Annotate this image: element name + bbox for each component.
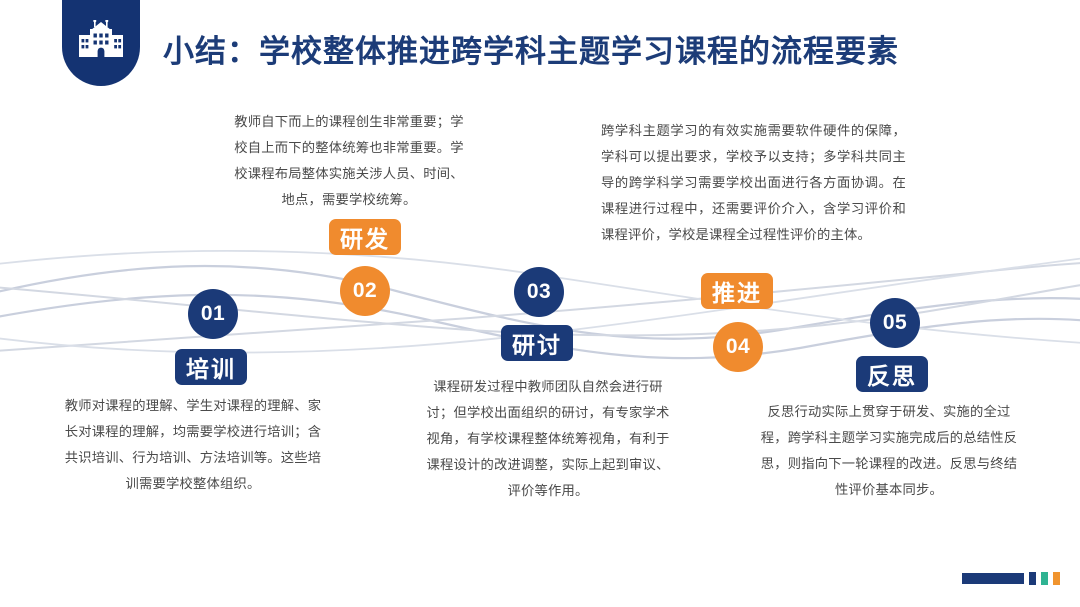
footer-bar (962, 573, 1024, 584)
description-05: 反思行动实际上贯穿于研发、实施的全过程，跨学科主题学习实施完成后的总结性反思，则… (760, 405, 1018, 498)
flow-node-03-label: 研讨 (501, 325, 573, 361)
flow-node-02-label: 研发 (329, 219, 401, 255)
flow-node-03[interactable]: 03 研讨 (489, 267, 599, 377)
flow-node-05-label: 反思 (856, 356, 928, 392)
school-building-icon (79, 20, 123, 58)
footer-square-teal (1041, 572, 1048, 585)
description-03: 课程研发过程中教师团队自然会进行研讨；但学校出面组织的研讨，有专家学术视角，有学… (426, 380, 670, 499)
flow-node-04[interactable]: 推进 04 (690, 273, 800, 383)
description-04: 跨学科主题学习的有效实施需要软件硬件的保障，学科可以提出要求，学校予以支持；多学… (601, 124, 906, 243)
flow-node-01[interactable]: 01 培训 (163, 289, 263, 399)
flow-node-01-label: 培训 (175, 349, 247, 385)
footer-square-navy (1029, 572, 1036, 585)
flow-node-05-number: 05 (870, 298, 920, 348)
flow-node-04-number: 04 (713, 322, 763, 372)
header-badge (62, 0, 140, 86)
flow-node-04-label: 推进 (701, 273, 773, 309)
slide-header: 小结：学校整体推进跨学科主题学习课程的流程要素 (0, 0, 1080, 95)
footer-square-orange (1053, 572, 1060, 585)
description-01: 教师对课程的理解、学生对课程的理解、家长对课程的理解，均需要学校进行培训；含共识… (64, 399, 322, 492)
flow-node-02-number: 02 (340, 266, 390, 316)
page-title: 小结：学校整体推进跨学科主题学习课程的流程要素 (163, 34, 899, 69)
flow-node-03-number: 03 (514, 267, 564, 317)
flow-node-02[interactable]: 研发 02 (316, 219, 426, 329)
footer-decoration (962, 572, 1060, 585)
description-02: 教师自下而上的课程创生非常重要；学校自上而下的整体统筹也非常重要。学校课程布局整… (234, 115, 464, 208)
flow-node-01-number: 01 (188, 289, 238, 339)
flow-node-05[interactable]: 05 反思 (843, 298, 953, 408)
